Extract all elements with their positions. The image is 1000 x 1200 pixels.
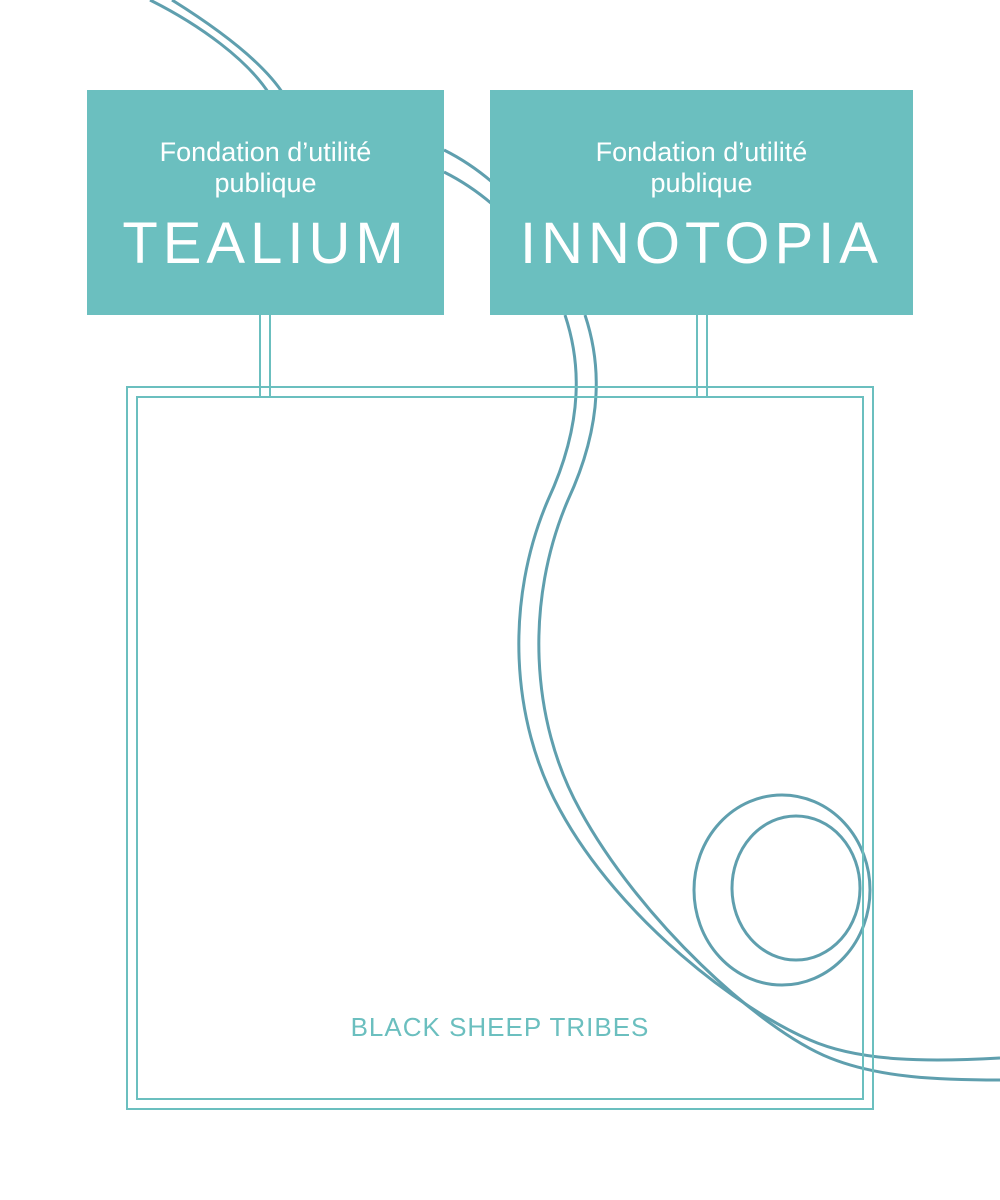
foundation-name: TEALIUM <box>122 211 409 276</box>
foundation-box-innotopia: Fondation d’utilité publique INNOTOPIA <box>490 90 913 315</box>
foundation-box-tealium: Fondation d’utilité publique TEALIUM <box>87 90 444 315</box>
foundation-subtitle: Fondation d’utilité publique <box>490 137 913 199</box>
subtitle-line-2: publique <box>650 168 753 198</box>
connectors <box>259 315 708 397</box>
main-frame <box>126 386 874 1110</box>
tribes-label: BLACK SHEEP TRIBES <box>350 1012 650 1042</box>
subtitle-line-1: Fondation d’utilité <box>595 137 808 167</box>
foundation-subtitle: Fondation d’utilité publique <box>87 137 444 199</box>
subtitle-line-2: publique <box>214 168 317 198</box>
decorative-curve <box>149 0 1000 1082</box>
subtitle-line-1: Fondation d’utilité <box>159 137 372 167</box>
foundation-name: INNOTOPIA <box>520 211 883 276</box>
